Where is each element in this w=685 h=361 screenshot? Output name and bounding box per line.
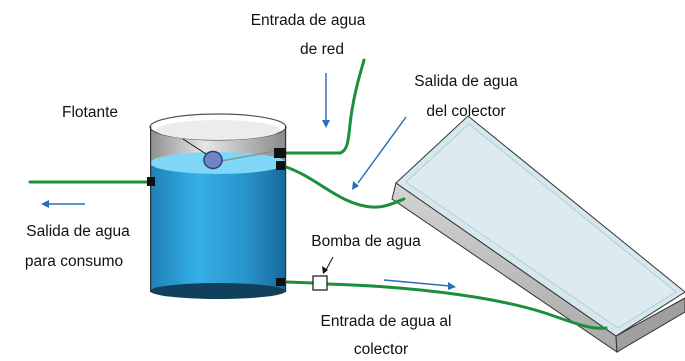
connector-bottom	[276, 278, 285, 286]
connector-inlet-mains	[274, 148, 286, 158]
connector-collector-outlet	[276, 161, 285, 170]
connector-consumption	[147, 177, 155, 186]
tank-water-body	[150, 162, 286, 290]
label-inlet-line1: Entrada de agua	[250, 12, 366, 29]
tank-outline-right	[285, 126, 287, 292]
pipe-inlet-mains	[284, 58, 366, 155]
pipe-collector-inlet	[325, 282, 608, 330]
water-tank	[147, 113, 287, 299]
tank-outline-left	[150, 126, 152, 292]
flow-arrows	[41, 73, 456, 290]
label-collector-out-line2: del colector	[426, 103, 506, 120]
pointer-float	[182, 138, 207, 155]
label-float: Flotante	[61, 104, 119, 121]
pipes	[28, 58, 608, 330]
collector-glass	[405, 123, 677, 329]
tank-bottom	[150, 283, 286, 299]
label-pointers	[182, 138, 334, 274]
arrow-inlet-down	[322, 73, 330, 128]
arrow-collector-outlet	[352, 116, 407, 190]
float-ball	[203, 150, 223, 170]
label-collector-out-line1: Salida de agua	[414, 73, 518, 90]
arrow-to-collector	[383, 279, 456, 290]
label-collector-in-line1: Entrada de agua al	[320, 313, 452, 330]
float-arm	[220, 150, 277, 162]
arrow-consumption-left	[41, 200, 85, 208]
solar-collector	[391, 115, 685, 353]
pipe-to-pump	[284, 280, 315, 285]
water-pump	[312, 275, 328, 291]
label-inlet-line2: de red	[300, 41, 344, 58]
pointer-pump-head	[322, 266, 328, 274]
label-pump: Bomba de agua	[311, 233, 421, 250]
label-consumption-line2: para consumo	[24, 253, 124, 270]
collector-end-face	[615, 297, 685, 353]
tank-inner	[156, 120, 280, 140]
label-consumption-line1: Salida de agua	[26, 223, 130, 240]
label-collector-in-line2: colector	[353, 341, 409, 358]
pipe-collector-outlet	[284, 165, 406, 209]
pointer-pump	[325, 256, 334, 271]
